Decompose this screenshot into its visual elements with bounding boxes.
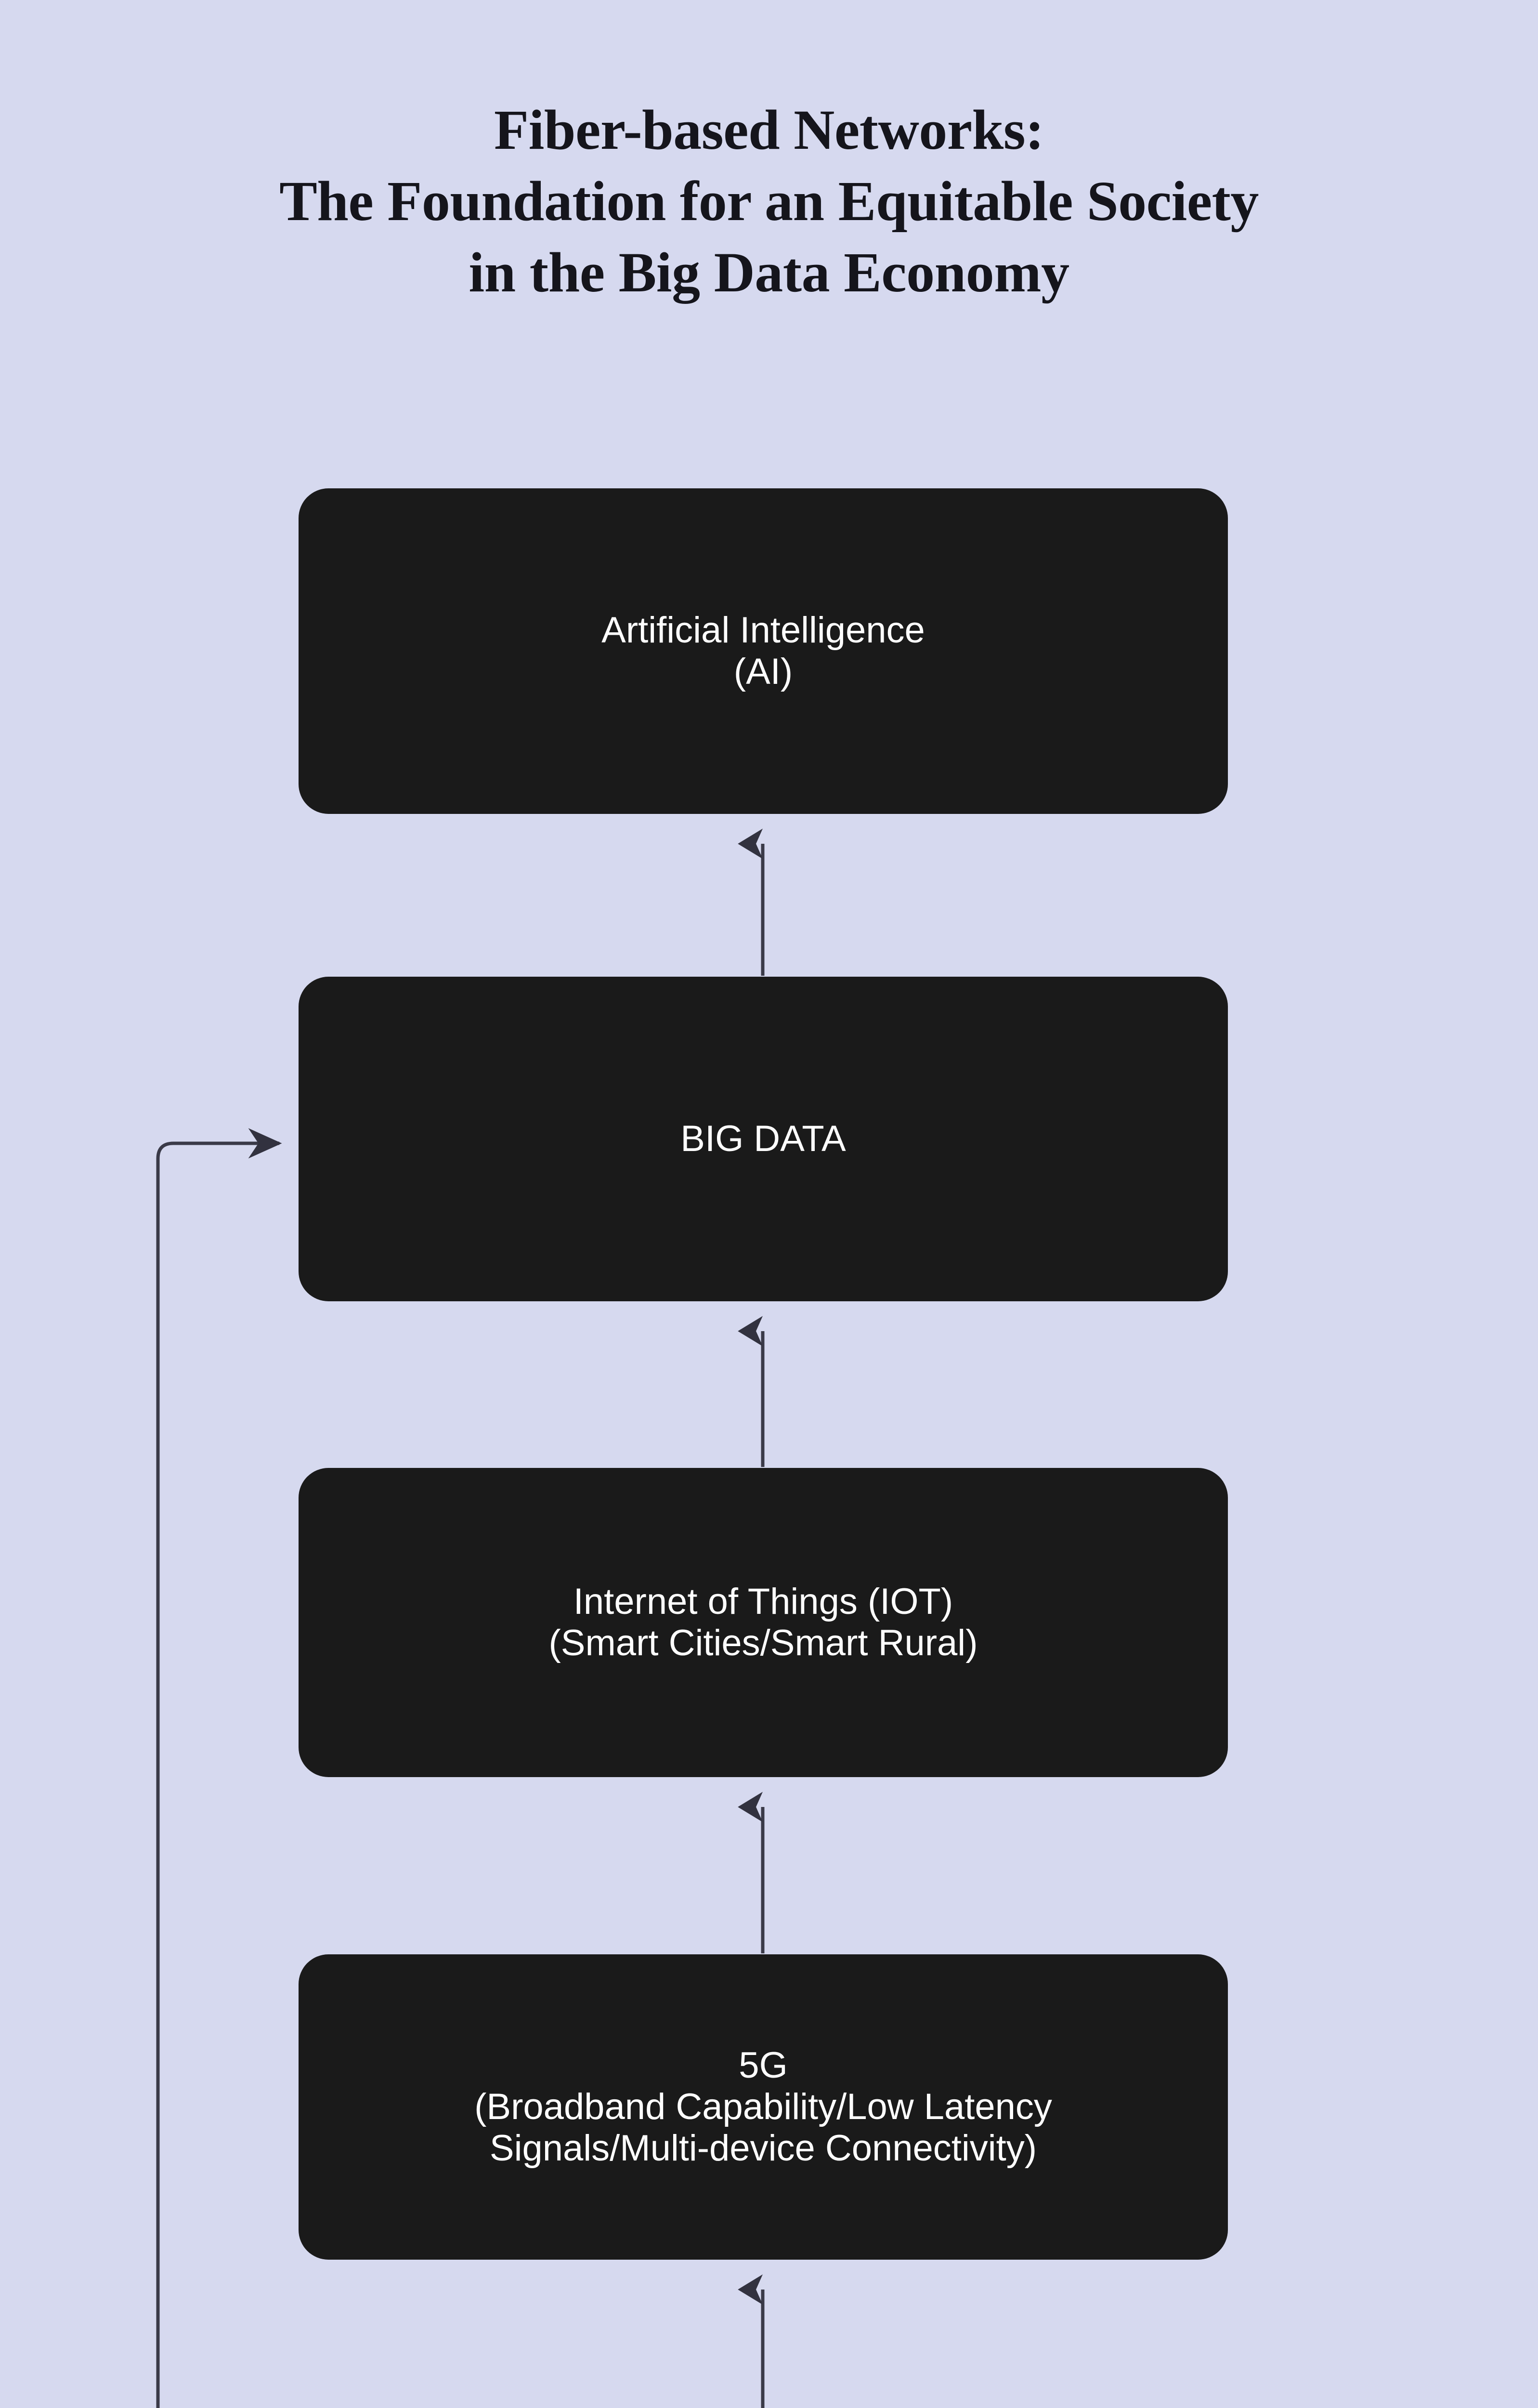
title-line-3: in the Big Data Economy — [469, 241, 1069, 304]
node-5g-line-3: Signals/Multi-device Connectivity) — [489, 2128, 1037, 2169]
node-ai-line-1: Artificial Intelligence — [601, 610, 925, 651]
node-5g-line-1: 5G — [739, 2045, 788, 2086]
node-artificial-intelligence[interactable]: Artificial Intelligence (AI) — [299, 488, 1228, 814]
node-5g-line-2: (Broadband Capability/Low Latency — [474, 2086, 1052, 2127]
page-title: Fiber-based Networks: The Foundation for… — [0, 94, 1538, 308]
arrow-4g-to-bigdata-elbow — [156, 1128, 282, 2408]
node-iot-line-2: (Smart Cities/Smart Rural) — [548, 1623, 978, 1663]
node-ai-line-2: (AI) — [733, 651, 793, 692]
node-iot-line-1: Internet of Things (IOT) — [573, 1581, 953, 1622]
node-bigdata-line-1: BIG DATA — [680, 1118, 846, 1159]
node-big-data[interactable]: BIG DATA — [299, 977, 1228, 1301]
title-line-1: Fiber-based Networks: — [494, 98, 1044, 161]
node-five-g[interactable]: 5G (Broadband Capability/Low Latency Sig… — [299, 1954, 1228, 2260]
node-internet-of-things[interactable]: Internet of Things (IOT) (Smart Cities/S… — [299, 1468, 1228, 1777]
title-line-2: The Foundation for an Equitable Society — [279, 170, 1259, 233]
